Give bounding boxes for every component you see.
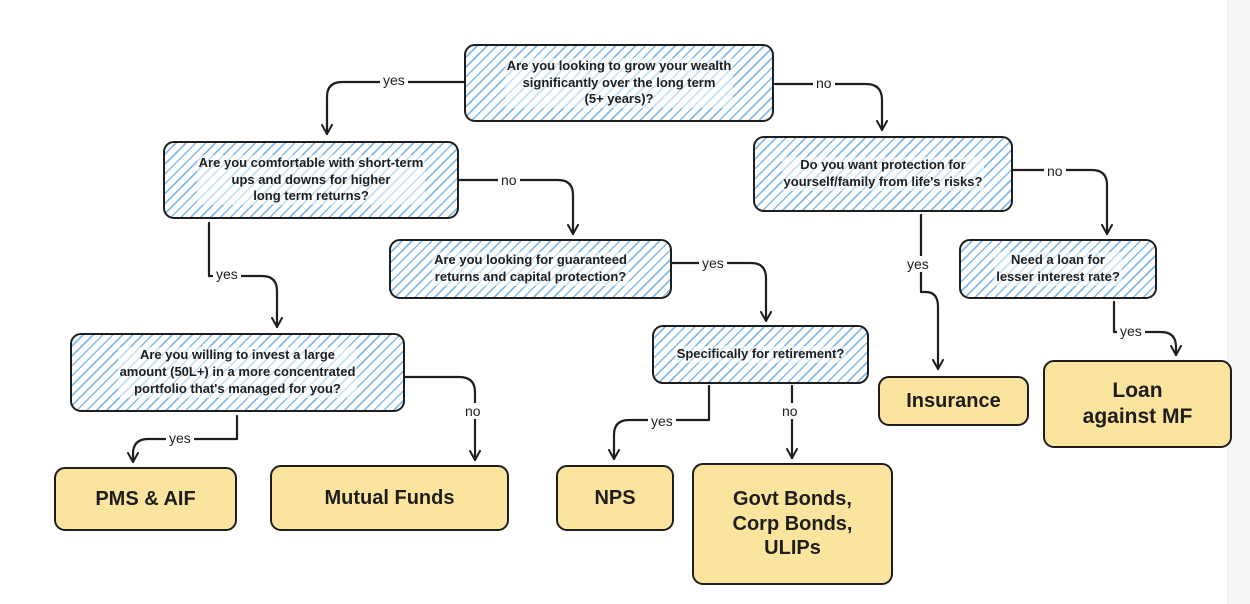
- label-q2-no: no: [498, 172, 520, 188]
- arrow-q4-yes: [670, 261, 772, 323]
- label-q6-no: no: [462, 403, 484, 419]
- label-q1-yes: yes: [380, 72, 408, 88]
- question-protection: Do you want protection for yourself/fami…: [753, 136, 1013, 212]
- label-q4-yes: yes: [699, 255, 727, 271]
- label-q6-yes: yes: [166, 430, 194, 446]
- label-q5-yes: yes: [1117, 323, 1145, 339]
- arrow-q6-no: [403, 375, 481, 462]
- result-mutual-funds: Mutual Funds: [270, 465, 509, 531]
- label-q7-no: no: [779, 403, 801, 419]
- arrow-q2-no: [457, 178, 579, 236]
- label-q3-no: no: [1044, 163, 1066, 179]
- label-q3-yes: yes: [904, 256, 932, 272]
- label-q1-no: no: [813, 75, 835, 91]
- arrow-q3-no: [1011, 168, 1113, 236]
- arrow-q1-yes: [321, 80, 466, 136]
- question-guaranteed-returns: Are you looking for guaranteed returns a…: [389, 239, 672, 299]
- result-nps: NPS: [556, 465, 674, 531]
- question-loan: Need a loan for lesser interest rate?: [959, 239, 1157, 299]
- label-q2-yes: yes: [213, 266, 241, 282]
- label-q7-yes: yes: [648, 413, 676, 429]
- question-long-term-growth: Are you looking to grow your wealth sign…: [464, 44, 774, 122]
- question-retirement: Specifically for retirement?: [652, 325, 869, 384]
- arrow-q7-yes: [608, 384, 711, 461]
- question-large-investment: Are you willing to invest a large amount…: [70, 333, 405, 412]
- result-pms-aif: PMS & AIF: [54, 467, 237, 531]
- question-volatility-comfort: Are you comfortable with short-term ups …: [163, 141, 459, 219]
- result-insurance: Insurance: [878, 376, 1029, 426]
- result-bonds-ulips: Govt Bonds, Corp Bonds, ULIPs: [692, 463, 893, 585]
- page-right-edge: [1227, 0, 1250, 604]
- arrow-q3-yes: [919, 213, 944, 371]
- arrow-q1-no: [773, 82, 888, 132]
- result-loan-against-mf: Loan against MF: [1043, 360, 1232, 448]
- arrow-q6-yes: [127, 414, 239, 464]
